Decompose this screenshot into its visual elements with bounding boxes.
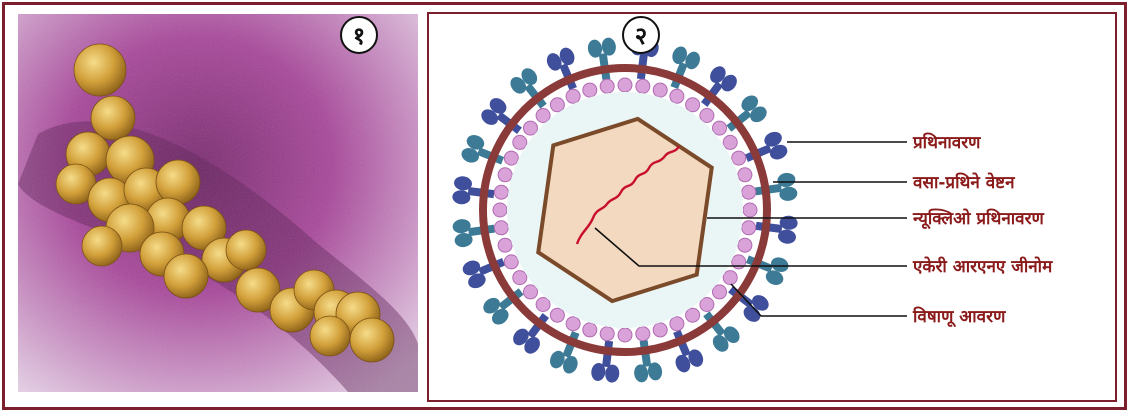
- label-capsid: प्रथिनावरण: [912, 132, 981, 153]
- lipid-bead: [699, 297, 715, 312]
- lipid-bead: [523, 120, 538, 136]
- lipid-bead: [731, 150, 747, 166]
- lipid-bead: [493, 220, 509, 236]
- virus-particle: [90, 95, 136, 141]
- lipid-bead: [582, 82, 598, 98]
- lipid-bead: [635, 78, 651, 94]
- lipid-bead: [535, 108, 551, 123]
- virus-particle: [309, 315, 351, 357]
- virus-particle: [225, 229, 267, 271]
- lipid-bead: [493, 184, 509, 200]
- nucleocapsid-core: [536, 116, 714, 304]
- lipid-bead: [635, 326, 651, 342]
- lipid-bead: [599, 326, 615, 342]
- label-viral-envelope: विषाणू आवरण: [912, 306, 1006, 328]
- lipid-bead: [549, 97, 565, 113]
- virus-particle: [73, 43, 127, 97]
- virus-diagram-panel: प्रथिनावरण वसा-प्रथिने वेष्टन न्यूक्लिओ …: [427, 12, 1117, 402]
- panel-number-1: १: [340, 16, 378, 54]
- virus-particle: [235, 267, 281, 313]
- surface-spike: [452, 219, 499, 248]
- virus-particle: [349, 317, 395, 363]
- surface-spike: [483, 285, 527, 325]
- lipid-envelope-outer: [479, 64, 771, 356]
- lipid-bead: [497, 167, 513, 183]
- micrograph-panel: [18, 14, 418, 392]
- lipid-bead: [741, 220, 757, 236]
- virus-particle: [81, 225, 123, 267]
- virus-particle: [163, 253, 209, 299]
- panel-number-2: २: [622, 16, 660, 54]
- lipid-bead: [617, 77, 633, 93]
- label-lipid-envelope: वसा-प्रथिने वेष्टन: [912, 172, 1015, 193]
- lipid-bead: [722, 134, 738, 150]
- lipid-bead: [492, 202, 508, 218]
- label-nucleocapsid: न्यूक्लिओ प्रथिनावरण: [912, 208, 1045, 230]
- outer-frame: [2, 2, 1127, 410]
- lipid-bead: [737, 167, 753, 183]
- leader-genome: [594, 227, 907, 267]
- lipid-bead: [497, 237, 513, 253]
- lipid-bead: [523, 284, 538, 300]
- surface-spike: [751, 172, 798, 201]
- lipid-bead: [652, 82, 668, 98]
- lipid-bead: [742, 202, 758, 218]
- surface-spikes: [452, 37, 798, 383]
- lipid-bead: [741, 184, 757, 200]
- lipid-bead: [599, 78, 615, 94]
- lipid-bead: [512, 134, 528, 150]
- lipid-bead: [535, 297, 551, 312]
- lipid-bead: [503, 254, 519, 270]
- leader-viral-envelope: [730, 283, 907, 317]
- surface-spike: [751, 215, 798, 244]
- virus-particles: [55, 43, 395, 363]
- lipid-bead: [549, 307, 565, 323]
- lipid-bead: [737, 237, 753, 253]
- lipid-bead: [582, 322, 598, 338]
- lipid-bead: [669, 88, 685, 104]
- lipid-bead: [699, 108, 715, 123]
- virus-micrograph: [18, 14, 418, 392]
- surface-spike: [462, 256, 509, 289]
- lipid-bead: [565, 316, 581, 332]
- lipid-bead: [565, 88, 581, 104]
- virus-structure-diagram: प्रथिनावरण वसा-प्रथिने वेष्टन न्यूक्लिओ …: [452, 37, 1053, 383]
- surface-spike: [634, 336, 663, 383]
- lipid-bead: [652, 322, 668, 338]
- lipid-bead: [617, 327, 633, 343]
- surface-spike: [591, 336, 620, 383]
- surface-spike: [461, 135, 508, 166]
- lipid-bead: [669, 316, 685, 332]
- lipid-bead: [712, 120, 727, 136]
- lipid-bead: [722, 270, 738, 286]
- lipid-bead: [512, 270, 528, 286]
- rna-genome-strand: [575, 145, 681, 245]
- lipid-bead: [503, 150, 519, 166]
- lipid-bead: [685, 97, 701, 113]
- surface-spike: [452, 176, 499, 205]
- surface-spike: [587, 37, 616, 84]
- lipid-bead: [685, 307, 701, 323]
- lipid-bead: [712, 284, 727, 300]
- label-genome: एकेरी आरएनए जीनोम: [912, 256, 1053, 277]
- virus-particle: [155, 159, 201, 205]
